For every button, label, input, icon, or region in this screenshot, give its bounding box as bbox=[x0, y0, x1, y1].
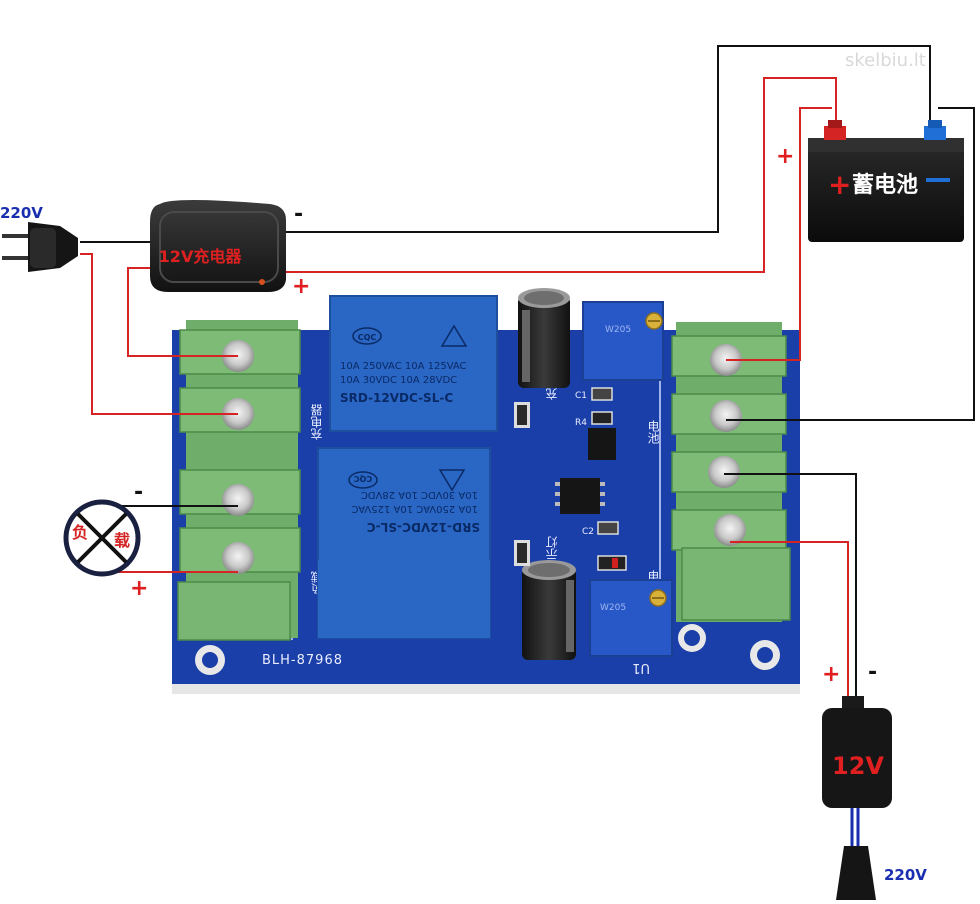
charger-plus-sign: + bbox=[292, 274, 311, 299]
adapter-minus-wire bbox=[724, 473, 857, 700]
load-minus-sign: - bbox=[134, 480, 144, 505]
relay-top-spec-1: 10A 250VAC 10A 125VAC bbox=[340, 361, 467, 372]
screw bbox=[714, 514, 746, 546]
ic-label: U1 bbox=[632, 660, 650, 675]
relay-bottom-spec-1: 10A 250VAC 10A 125VAC bbox=[351, 503, 478, 514]
adapter-plus-sign: + bbox=[822, 662, 841, 687]
adapter-minus-sign: - bbox=[868, 660, 878, 685]
mains-voltage-bottom: 220V bbox=[884, 866, 927, 884]
relay-top: CQC 10A 250VAC 10A 125VAC 10A 30VDC 10A … bbox=[329, 295, 498, 432]
relay-top-model: SRD-12VDC-SL-C bbox=[340, 391, 453, 405]
load-char-2: 载 bbox=[114, 531, 130, 550]
battery-minus-wire bbox=[726, 107, 975, 421]
board-model-label: BLH-87968 bbox=[262, 653, 343, 668]
battery-minus-bar bbox=[926, 178, 950, 182]
relay-top-spec-2: 10A 30VDC 10A 28VDC bbox=[340, 375, 457, 386]
label-c1: C1 bbox=[575, 391, 587, 401]
potentiometer-bottom: W205 bbox=[589, 579, 673, 657]
screw bbox=[710, 400, 742, 432]
potentiometer-top: W205 bbox=[582, 301, 664, 381]
relay-bottom-spec-2: 10A 30VDC 10A 28VDC bbox=[361, 489, 478, 500]
capacitor-bottom bbox=[522, 560, 576, 660]
charger-plus-wire bbox=[286, 77, 837, 273]
adapter-12v: 12V bbox=[822, 696, 892, 808]
charger-terminal-wire-1 bbox=[127, 267, 238, 357]
charger-silk-label: 充电器 bbox=[310, 403, 324, 441]
charger-minus-sign: - bbox=[294, 202, 304, 227]
load-plus-sign: + bbox=[130, 576, 149, 601]
relay-top-brand: CQC bbox=[358, 333, 377, 342]
adapter-label: 12V bbox=[832, 752, 884, 780]
relay-bottom-model: SRD-12VDC-SL-C bbox=[367, 520, 480, 534]
left-terminal-block bbox=[177, 320, 301, 641]
screw bbox=[222, 484, 254, 516]
relay-bottom-brand: CQC bbox=[354, 474, 373, 483]
load-symbol: 负 载 bbox=[63, 499, 141, 577]
battery-label: 蓄电池 bbox=[852, 173, 918, 198]
wires bbox=[80, 45, 975, 848]
charger-label: 12V充电器 bbox=[159, 247, 243, 266]
mains-voltage-left: 220V bbox=[0, 204, 43, 222]
smd-components: C1 R4 C2 bbox=[514, 387, 627, 571]
watermark: skelbiu.lt bbox=[845, 50, 926, 71]
screw bbox=[708, 456, 740, 488]
label-r4: R4 bbox=[575, 418, 587, 428]
charger-minus-wire bbox=[286, 45, 931, 233]
capacitor-top bbox=[518, 288, 570, 388]
indicator-silk-label: 示灯 bbox=[545, 535, 559, 560]
charger-device: 12V充电器 bbox=[150, 200, 286, 292]
battery-plus-sign: + bbox=[828, 168, 851, 201]
right-terminal-block bbox=[671, 322, 791, 622]
battery-silk-label: 电池 bbox=[646, 420, 660, 444]
battery-feed-plus-sign: + bbox=[776, 144, 795, 169]
relay-bottom: CQC SRD-12VDC-SL-C 10A 250VAC 10A 125VAC… bbox=[317, 447, 491, 639]
adapter-plus-wire bbox=[730, 541, 849, 700]
mains-terminal-wire bbox=[80, 253, 238, 415]
battery: + 蓄电池 bbox=[808, 120, 964, 242]
screw bbox=[222, 542, 254, 574]
mains-plug-bottom bbox=[836, 846, 876, 900]
mains-plug-left bbox=[2, 222, 78, 272]
battery-plus-wire bbox=[726, 107, 832, 361]
pot-top-label: W205 bbox=[605, 325, 631, 335]
label-c2: C2 bbox=[582, 527, 594, 537]
load-char-1: 负 bbox=[72, 523, 88, 542]
pot-bottom-label: W205 bbox=[600, 603, 626, 613]
